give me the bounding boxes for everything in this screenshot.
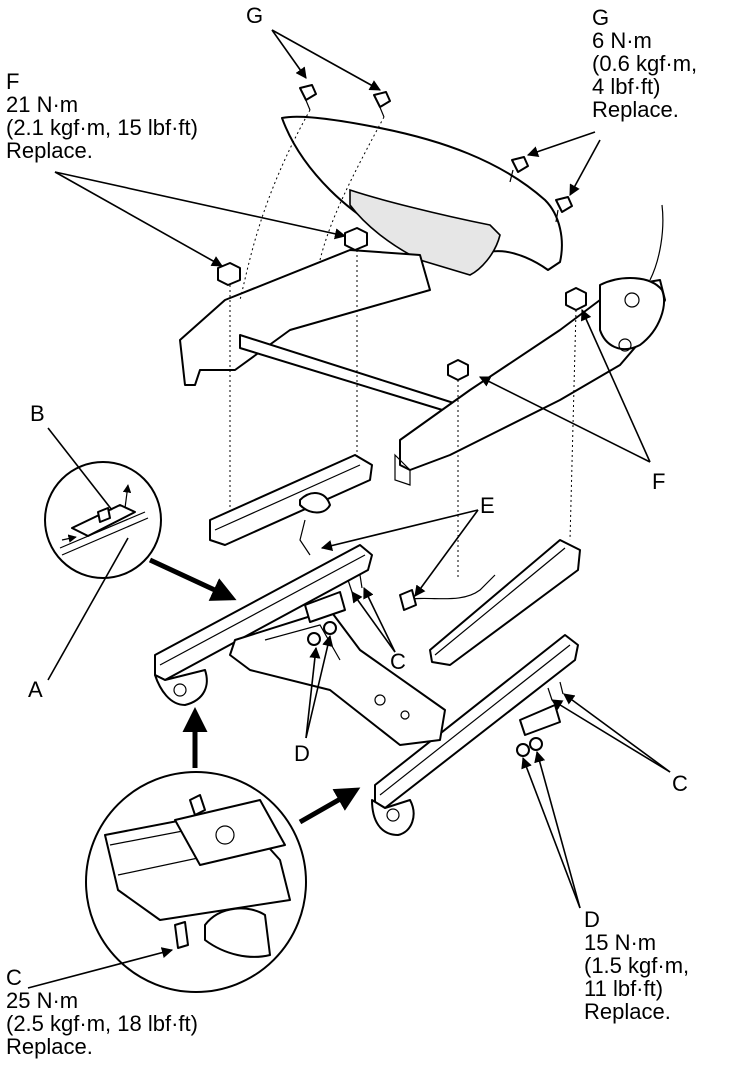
label-c-bottom-left: C 25 N·m (2.5 kgf·m, 18 lbf·ft) Replace. [6, 966, 198, 1058]
leader-lines [27, 29, 671, 989]
label-letter: F [652, 469, 666, 494]
label-f-top-left: F 21 N·m (2.1 kgf·m, 15 lbf·ft) Replace. [6, 70, 198, 162]
replace-note: Replace. [592, 97, 679, 122]
label-letter: D [584, 907, 600, 932]
label-letter: C [6, 965, 22, 990]
label-letter: D [294, 741, 310, 766]
seat-cushion-frame [179, 84, 666, 580]
torque-kgf: (0.6 kgf·m, [592, 51, 698, 76]
label-d-bottom-right: D 15 N·m (1.5 kgf·m, 11 lbf·ft) Replace. [584, 908, 689, 1023]
detail-circle-b [44, 461, 162, 579]
label-letter: E [480, 493, 495, 518]
seat-track-upper-right [399, 539, 581, 666]
label-c-right: C [672, 772, 688, 795]
nut-f-left [217, 227, 587, 381]
replace-note: Replace. [584, 999, 671, 1024]
seat-track-lower-left [154, 544, 373, 706]
label-letter: G [592, 5, 610, 30]
label-d-mid: D [294, 742, 310, 765]
bolt-g [299, 84, 573, 223]
torque-lbf: 4 lbf·ft) [592, 74, 661, 99]
torque-value: 6 N·m [592, 28, 652, 53]
label-a: A [28, 678, 43, 701]
floor-bracket [229, 591, 561, 746]
replace-note: Replace. [6, 1034, 93, 1059]
bolts-c-d [307, 574, 564, 757]
seat-track-upper-left [209, 454, 373, 556]
label-letter: A [28, 677, 43, 702]
label-letter: F [6, 69, 20, 94]
label-e: E [480, 494, 495, 517]
torque-lbf: 11 lbf·ft) [584, 976, 664, 1001]
label-letter: G [246, 3, 264, 28]
torque-value: 21 N·m [6, 92, 79, 117]
torque-conversion: (2.1 kgf·m, 15 lbf·ft) [6, 115, 198, 140]
label-c-mid: C [390, 650, 406, 673]
label-f-right: F [652, 470, 665, 493]
replace-note: Replace. [6, 138, 93, 163]
torque-conversion: (2.5 kgf·m, 18 lbf·ft) [6, 1011, 198, 1036]
label-g-top-left: G [246, 4, 263, 27]
label-letter: C [390, 649, 406, 674]
seat-track-lower-right [371, 634, 579, 836]
torque-value: 15 N·m [584, 930, 657, 955]
label-b: B [30, 402, 45, 425]
torque-kgf: (1.5 kgf·m, [584, 953, 690, 978]
label-g-top-right: G 6 N·m (0.6 kgf·m, 4 lbf·ft) Replace. [592, 6, 697, 121]
detail-circle-c [85, 771, 307, 993]
callout-arrows [148, 557, 361, 825]
label-letter: B [30, 401, 45, 426]
label-letter: C [672, 771, 688, 796]
torque-value: 25 N·m [6, 988, 79, 1013]
